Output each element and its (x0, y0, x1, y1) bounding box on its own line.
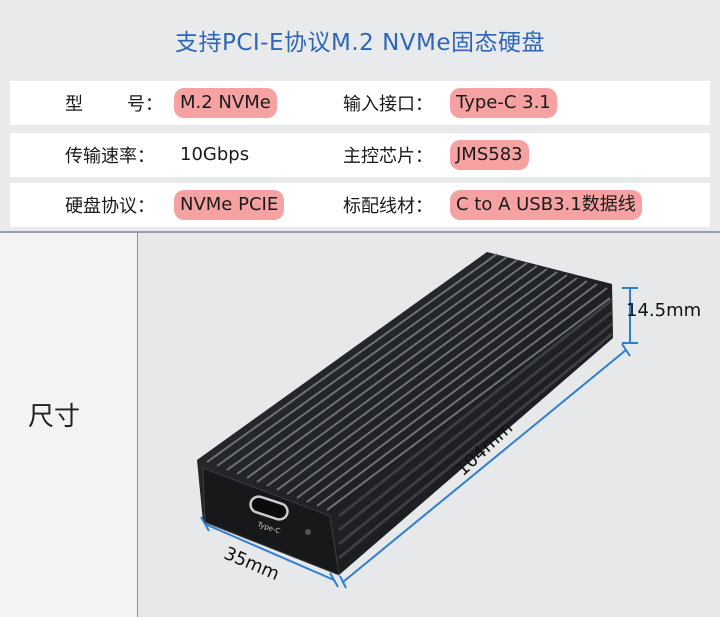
spec-value-cable: C to A USB3.1数据线 (450, 190, 642, 220)
spec-label-model-a: 型 (65, 94, 83, 115)
spec-value-interface: Type-C 3.1 (450, 88, 557, 118)
dimension-lines (200, 287, 638, 589)
dimension-height-label: 14.5mm (626, 300, 702, 321)
spec-label-model-b: 号： (127, 94, 163, 115)
enclosure-front-face (202, 467, 340, 576)
fin-side-edges (338, 298, 613, 560)
spec-label-cable: 标配线材： (343, 196, 433, 217)
heatsink-fins (206, 253, 611, 511)
spec-value-controller: JMS583 (450, 140, 529, 170)
spec-row-protocol: 硬盘协议： NVMe PCIE 标配线材： C to A USB3.1数据线 (10, 183, 710, 227)
spec-value-model: M.2 NVMe (174, 88, 277, 118)
type-c-port-icon (249, 495, 289, 521)
spec-label-speed: 传输速率： (65, 146, 155, 167)
dimension-section-label: 尺寸 (28, 402, 81, 432)
panel-divider (137, 233, 138, 617)
led-indicator-icon (305, 529, 311, 535)
spec-label-protocol: 硬盘协议： (65, 196, 155, 217)
dimension-label-panel (0, 233, 137, 617)
page-title: 支持PCI-E协议M.2 NVMe固态硬盘 (174, 30, 546, 56)
spec-label-model: 型 号： (65, 81, 175, 125)
spec-label-interface: 输入接口： (343, 94, 433, 115)
section-divider (0, 231, 720, 233)
spec-row-speed: 传输速率： 10Gbps 主控芯片： JMS583 (10, 133, 710, 177)
spec-label-controller: 主控芯片： (343, 146, 433, 167)
spec-value-protocol: NVMe PCIE (174, 190, 285, 220)
spec-value-speed: 10Gbps (180, 144, 250, 165)
spec-row-model: 型 号： M.2 NVMe 输入接口： Type-C 3.1 (10, 81, 710, 125)
